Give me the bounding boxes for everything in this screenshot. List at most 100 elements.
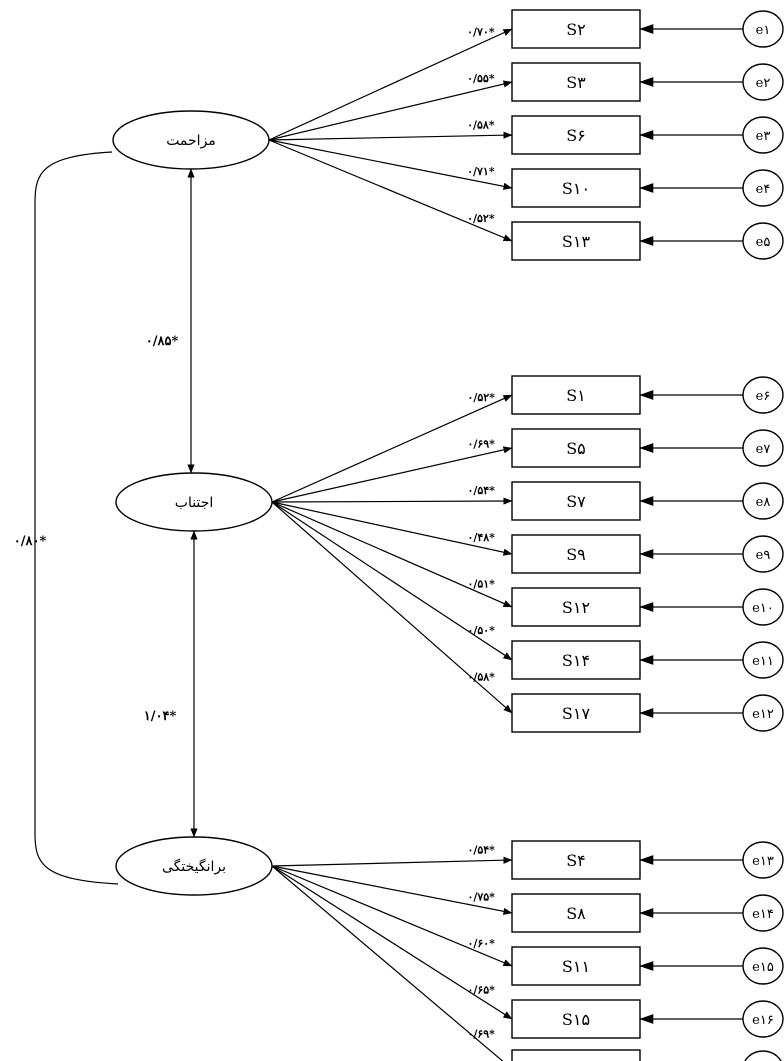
loading-value: ۰/۷۵* (467, 890, 495, 903)
error-term-label: e۱۰ (752, 601, 774, 616)
loading-value: ۰/۶۹* (467, 1028, 495, 1041)
error-term-label: e۶ (756, 389, 771, 404)
indicator-label: S۱۲ (562, 598, 590, 617)
error-term-label: e۱۶ (752, 1013, 774, 1028)
factor-label-f3: برانگیختگی (162, 858, 226, 875)
factor-ellipse-f2 (115, 472, 273, 532)
indicator-label: S۹ (566, 545, 586, 564)
error-term-label: e۵ (756, 235, 771, 250)
loading-arrow (268, 131, 513, 141)
loading-arrow (268, 80, 513, 141)
loading-arrow (271, 865, 513, 1020)
loading-value: ۰/۵۲* (467, 391, 495, 404)
loading-arrow (271, 501, 513, 556)
indicator-box (511, 221, 641, 261)
indicator-label: S۱۵ (562, 1010, 590, 1029)
indicator-label: S۱۳ (562, 232, 591, 251)
loading-arrow (271, 501, 513, 714)
indicator-box (511, 534, 641, 574)
error-term-label: e۳ (756, 129, 771, 144)
indicator-box (511, 168, 641, 208)
correlation-value: ۰/۸۵* (146, 334, 179, 349)
indicator-box (511, 62, 641, 102)
correlation-arc (34, 151, 119, 885)
error-term-label: e۱۵ (752, 960, 774, 975)
factor-ellipse-f1 (112, 110, 270, 170)
factor-label-f2: اجتناب (175, 495, 213, 511)
indicator-label: S۵ (566, 439, 586, 458)
indicator-box (511, 587, 641, 627)
loading-value: ۰/۵۰* (467, 624, 495, 637)
loading-value: ۰/۶۵* (467, 984, 495, 997)
factor-ellipse-f3 (115, 836, 273, 896)
error-term-circle (742, 841, 784, 879)
correlation-value: ۰/۸۰* (14, 534, 47, 549)
loading-value: ۰/۶۰* (467, 937, 495, 950)
indicator-box (511, 481, 641, 521)
loading-value: ۰/۵۱* (467, 577, 495, 590)
error-term-circle (742, 169, 784, 207)
error-term-label: e۱۲ (752, 707, 774, 722)
error-term-label: e۱۱ (752, 654, 774, 669)
loading-arrow (271, 501, 513, 608)
error-term-circle (742, 694, 784, 732)
loading-value: ۰/۴۸* (467, 531, 495, 544)
loading-arrow (271, 865, 513, 915)
indicator-box (511, 375, 641, 415)
indicator-label: S۱ (566, 386, 586, 405)
error-term-label: e۱۳ (752, 854, 774, 869)
loading-value: ۰/۵۸* (467, 671, 495, 684)
error-term-circle (742, 535, 784, 573)
error-term-circle (742, 10, 784, 48)
error-term-circle (742, 116, 784, 154)
loading-value: ۰/۵۸* (467, 119, 495, 132)
error-term-label: e۲ (756, 76, 771, 91)
indicator-label: S۳ (566, 73, 586, 92)
loading-arrow (271, 865, 513, 1061)
indicator-label: S۸ (566, 904, 586, 923)
loading-value: ۰/۵۴* (467, 844, 495, 857)
loading-arrow (271, 446, 513, 503)
factor-label-f1: مزاحمت (166, 133, 216, 149)
error-term-label: e۱۴ (752, 907, 774, 922)
error-term-label: e۹ (756, 548, 771, 563)
loading-value: ۰/۷۰* (467, 25, 495, 38)
loading-value: ۰/۶۹* (467, 437, 495, 450)
error-term-circle (742, 588, 784, 626)
indicator-label: S۱۱ (562, 957, 590, 976)
error-term-circle (742, 63, 784, 101)
error-term-label: e۸ (756, 495, 771, 510)
error-term-circle (742, 222, 784, 260)
correlation-value: ۱/۰۴* (144, 709, 177, 724)
loading-arrow (271, 501, 513, 661)
indicator-box (511, 893, 641, 933)
indicator-box (511, 693, 641, 733)
loading-value: ۰/۵۲* (467, 212, 495, 225)
loading-arrow (268, 139, 513, 190)
indicator-label: S۱۴ (562, 651, 590, 670)
indicator-label: S۴ (566, 851, 586, 870)
error-term-label: e۷ (756, 442, 771, 457)
indicator-label: S۲ (566, 20, 586, 39)
indicator-box (511, 1049, 641, 1061)
loading-arrow (271, 394, 513, 503)
error-term-label: e۴ (756, 182, 771, 197)
loading-arrow (271, 865, 513, 967)
loading-value: ۰/۷۱* (467, 165, 495, 178)
loading-arrow (271, 856, 513, 867)
error-term-circle (742, 482, 784, 520)
indicator-box (511, 9, 641, 49)
error-term-label: e۱ (756, 23, 771, 38)
indicator-label: S۶ (566, 126, 586, 145)
error-term-circle (742, 641, 784, 679)
error-term-circle (742, 429, 784, 467)
indicator-box (511, 946, 641, 986)
indicator-label: S۷ (566, 492, 586, 511)
error-term-circle (742, 947, 784, 985)
error-term-circle (744, 1050, 782, 1061)
indicator-box (511, 840, 641, 880)
error-term-circle (742, 376, 784, 414)
loading-arrow (271, 497, 513, 505)
loading-arrow (268, 139, 513, 242)
loading-arrow (268, 28, 513, 141)
